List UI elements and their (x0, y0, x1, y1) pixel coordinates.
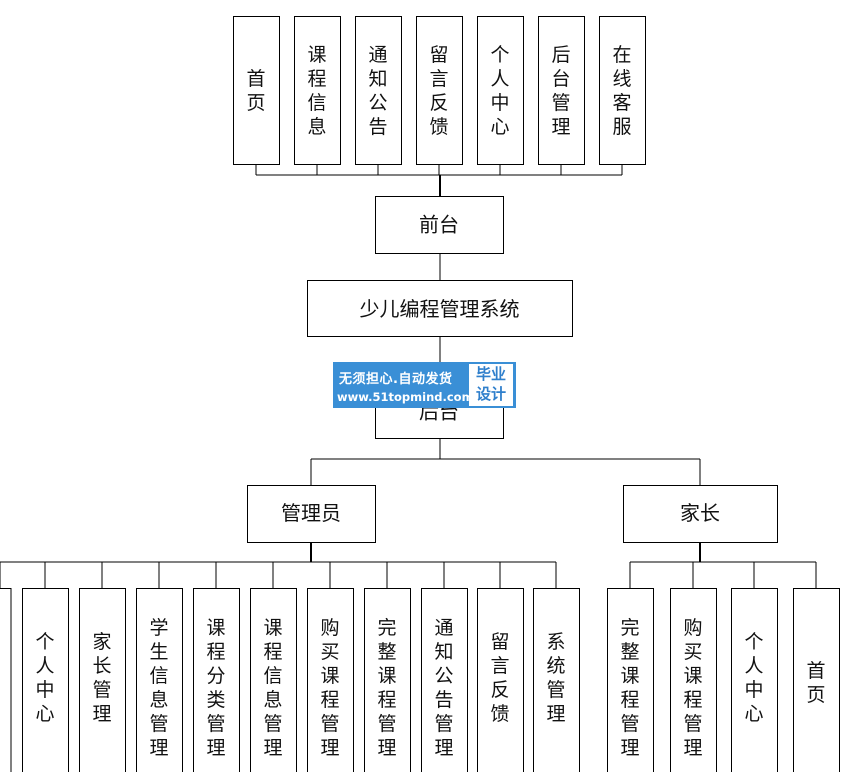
root-node: 少儿编程管理系统 (307, 280, 573, 337)
front-item-0-label: 首页 (246, 68, 265, 114)
admin-item-9-label: 系统管理 (546, 631, 565, 725)
front-node: 前台 (375, 196, 504, 254)
parent-node-box (623, 485, 778, 543)
parent-item-0-box (607, 588, 654, 772)
parent-item-0: 完整课程管理 (607, 588, 654, 772)
admin-item-5: 购买课程管理 (307, 588, 354, 772)
front-item-1: 课程信息 (294, 16, 341, 165)
front-node-label: 前台 (419, 213, 459, 237)
admin-item-clipped-box (0, 588, 12, 772)
admin-item-2-label: 学生信息管理 (149, 617, 168, 759)
admin-item-2: 学生信息管理 (136, 588, 183, 772)
parent-item-2-box (731, 588, 778, 772)
admin-item-0-box (22, 588, 69, 772)
front-item-6-label: 在线客服 (612, 44, 631, 138)
admin-item-7-label: 通知公告管理 (434, 617, 453, 759)
admin-item-4-box (250, 588, 297, 772)
parent-item-1: 购买课程管理 (670, 588, 717, 772)
watermark-slogan: 无须担心.自动发货 (339, 372, 453, 387)
watermark-badge: 毕业 设计 (469, 364, 513, 406)
front-item-5-label: 后台管理 (551, 44, 570, 138)
parent-item-3: 首页 (793, 588, 840, 772)
parent-item-3-box (793, 588, 840, 772)
admin-item-0-label: 个人中心 (35, 631, 54, 725)
front-item-0: 首页 (233, 16, 280, 165)
parent-item-1-label: 购买课程管理 (683, 617, 702, 759)
root-node-box (307, 280, 573, 337)
admin-item-4-label: 课程信息管理 (263, 617, 282, 759)
admin-item-6-label: 完整课程管理 (377, 617, 396, 759)
front-item-2: 通知公告 (355, 16, 402, 165)
admin-item-1: 家长管理 (79, 588, 126, 772)
watermark-badge-line2: 设计 (475, 385, 506, 403)
admin-item-5-box (307, 588, 354, 772)
parent-node-label: 家长 (680, 501, 720, 525)
admin-item-8: 留言反馈 (477, 588, 524, 772)
front-item-0-box (233, 16, 280, 165)
admin-node: 管理员 (247, 485, 376, 543)
admin-node-box (247, 485, 376, 543)
front-item-1-label: 课程信息 (307, 44, 326, 138)
parent-item-0-label: 完整课程管理 (620, 617, 639, 759)
admin-item-7: 通知公告管理 (421, 588, 468, 772)
watermark-badge-line1: 毕业 (475, 365, 506, 383)
admin-item-8-box (477, 588, 524, 772)
front-item-6: 在线客服 (599, 16, 646, 165)
admin-item-5-label: 购买课程管理 (320, 617, 339, 759)
front-item-1-box (294, 16, 341, 165)
front-item-2-label: 通知公告 (368, 44, 387, 138)
front-item-5-box (538, 16, 585, 165)
admin-item-9-box (533, 588, 580, 772)
front-item-4-box (477, 16, 524, 165)
admin-item-4: 课程信息管理 (250, 588, 297, 772)
front-item-6-box (599, 16, 646, 165)
parent-node: 家长 (623, 485, 778, 543)
front-item-5: 后台管理 (538, 16, 585, 165)
admin-item-9: 系统管理 (533, 588, 580, 772)
admin-item-1-label: 家长管理 (92, 631, 111, 725)
front-node-box (375, 196, 504, 254)
front-item-2-box (355, 16, 402, 165)
front-item-3-label: 留言反馈 (429, 44, 448, 138)
front-item-3: 留言反馈 (416, 16, 463, 165)
parent-item-2-label: 个人中心 (744, 631, 763, 725)
parent-item-1-box (670, 588, 717, 772)
front-item-4: 个人中心 (477, 16, 524, 165)
admin-item-3-box (193, 588, 240, 772)
admin-item-8-label: 留言反馈 (490, 631, 509, 725)
admin-item-2-box (136, 588, 183, 772)
parent-item-2: 个人中心 (731, 588, 778, 772)
watermark-url: www.51topmind.com (337, 390, 474, 404)
front-item-3-box (416, 16, 463, 165)
admin-item-7-box (421, 588, 468, 772)
diagram-nodes: 首页课程信息通知公告留言反馈个人中心后台管理在线客服前台少儿编程管理系统后台管理… (0, 16, 840, 772)
parent-item-3-label: 首页 (806, 660, 825, 706)
admin-item-3-label: 课程分类管理 (206, 617, 225, 759)
connector-lines (0, 164, 817, 588)
root-node-label: 少儿编程管理系统 (360, 297, 520, 321)
admin-node-label: 管理员 (281, 501, 341, 525)
admin-item-6-box (364, 588, 411, 772)
watermark-banner: 无须担心.自动发货 www.51topmind.com 毕业 设计 (333, 362, 516, 408)
admin-item-1-box (79, 588, 126, 772)
admin-item-6: 完整课程管理 (364, 588, 411, 772)
admin-item-0: 个人中心 (22, 588, 69, 772)
front-item-4-label: 个人中心 (490, 44, 509, 138)
admin-item-3: 课程分类管理 (193, 588, 240, 772)
